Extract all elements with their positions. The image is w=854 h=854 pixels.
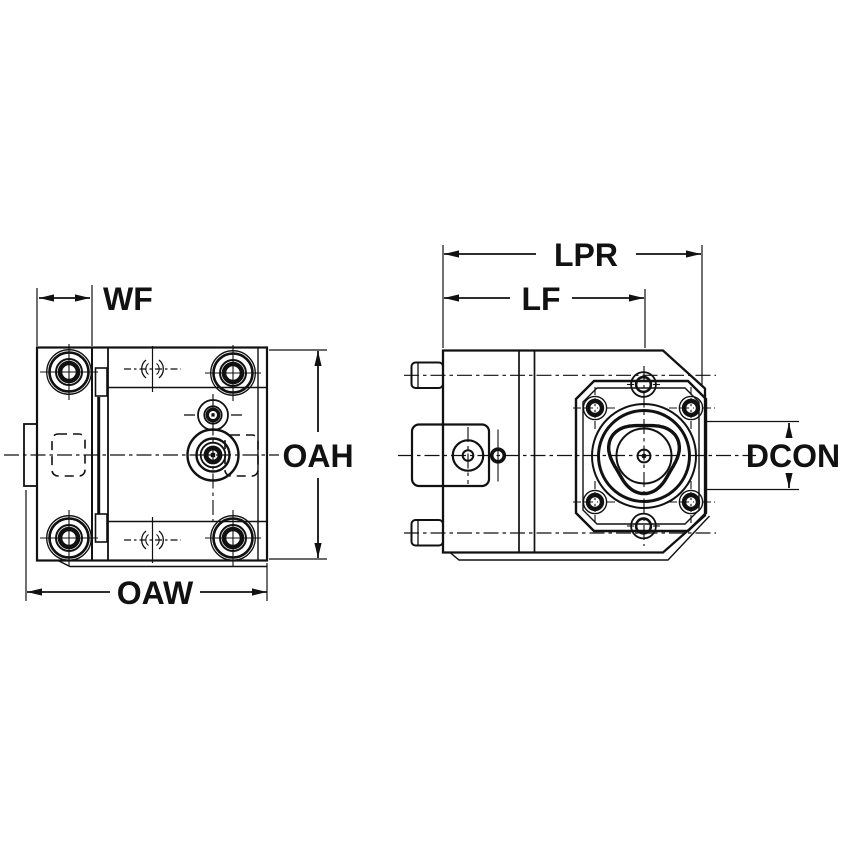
dim-label-dcon: DCON (746, 438, 840, 474)
front-bolt-top-left (40, 344, 98, 400)
bolt-head (219, 359, 247, 387)
dim-label-wf: WF (103, 281, 153, 317)
bolt-head (55, 524, 83, 552)
front-rail-block-top (94, 367, 108, 397)
dimension-oaw: OAW (25, 490, 268, 611)
front-bottom-edge-strip (57, 559, 267, 568)
bolt-socket (221, 361, 245, 385)
target-arc (158, 530, 164, 550)
bolt-counterbore (46, 349, 92, 395)
front-bolt-bottom-right (205, 510, 261, 566)
target-arc (145, 534, 149, 546)
bolt-center (689, 500, 693, 504)
flange-outline (574, 379, 708, 533)
front-bolt-top-right (205, 345, 261, 401)
front-bolt-bottom-left (40, 510, 98, 566)
flange-bolt-upper-left (573, 387, 618, 429)
bolt-socket (681, 492, 701, 512)
dimension-lf: LF (444, 281, 646, 348)
bolt-head (219, 524, 247, 552)
front-view (4, 344, 279, 568)
arrowhead-left (444, 294, 459, 302)
dimension-oah: OAH (269, 349, 354, 560)
bolt-socket (57, 360, 81, 384)
arrowhead-down (785, 473, 793, 488)
bolt-outer (630, 371, 657, 398)
target-arc (145, 363, 149, 375)
bolt-socket (585, 398, 605, 418)
arrowhead-left (27, 588, 42, 596)
dim-label-oah: OAH (282, 438, 353, 474)
flange-bolt-top (627, 371, 660, 398)
bolt-outer (678, 395, 704, 421)
bolt-head (55, 358, 83, 386)
dimension-dcon: DCON (706, 420, 840, 491)
arrowhead-right (686, 250, 701, 258)
bolt-socket (585, 492, 605, 512)
arrowhead-down (314, 543, 322, 558)
flange-inner-outline (582, 387, 700, 525)
bolt-outer (630, 512, 657, 540)
bolt-center (593, 406, 597, 410)
bolt-outer (582, 489, 608, 515)
flange-bolt-lower-left (573, 481, 618, 523)
arrowhead-left (444, 250, 459, 258)
arrowhead-right (75, 294, 90, 302)
flange-bolt-upper-right (669, 387, 715, 429)
front-target-top (124, 346, 181, 392)
dim-label-oaw: OAW (117, 575, 194, 611)
side-view (398, 349, 756, 561)
bolt-inner (634, 517, 653, 535)
arrowhead-right (629, 294, 644, 302)
target-arc (141, 530, 147, 550)
bolt-outer (582, 395, 608, 421)
bolt-ring (48, 517, 90, 559)
bolt-inner (634, 375, 653, 394)
bolt-outer (678, 489, 704, 515)
target-arc (156, 534, 160, 546)
dim-label-lpr: LPR (554, 237, 618, 273)
arrowhead-up (314, 351, 322, 366)
flange-bolt-bottom (627, 512, 660, 540)
bolt-socket (681, 398, 701, 418)
bolt-socket (57, 526, 81, 550)
bolt-ring (212, 517, 254, 559)
arrowhead-up (785, 423, 793, 438)
dim-label-lf: LF (521, 281, 560, 317)
clamp-block-outline (410, 423, 491, 488)
bolt-counterbore (210, 350, 256, 396)
bolt-ring (48, 351, 90, 393)
target-arc (156, 363, 160, 375)
flange-bolt-lower-right (669, 481, 715, 523)
dimension-wf: WF (36, 281, 153, 346)
bolt-counterbore (210, 515, 256, 561)
bolt-ring (212, 352, 254, 394)
side-bottom-edge-strip (449, 515, 711, 561)
front-target-bottom (124, 517, 181, 563)
bolt-counterbore (46, 515, 92, 561)
front-rail-block-bottom (94, 513, 108, 543)
dimension-lpr: LPR (442, 237, 703, 387)
bolt-center (593, 500, 597, 504)
target-arc (141, 359, 147, 379)
target-arc (158, 359, 164, 379)
bolt-socket (221, 526, 245, 550)
arrowhead-left (39, 294, 54, 302)
arrowhead-right (252, 588, 267, 596)
bolt-center (689, 406, 693, 410)
